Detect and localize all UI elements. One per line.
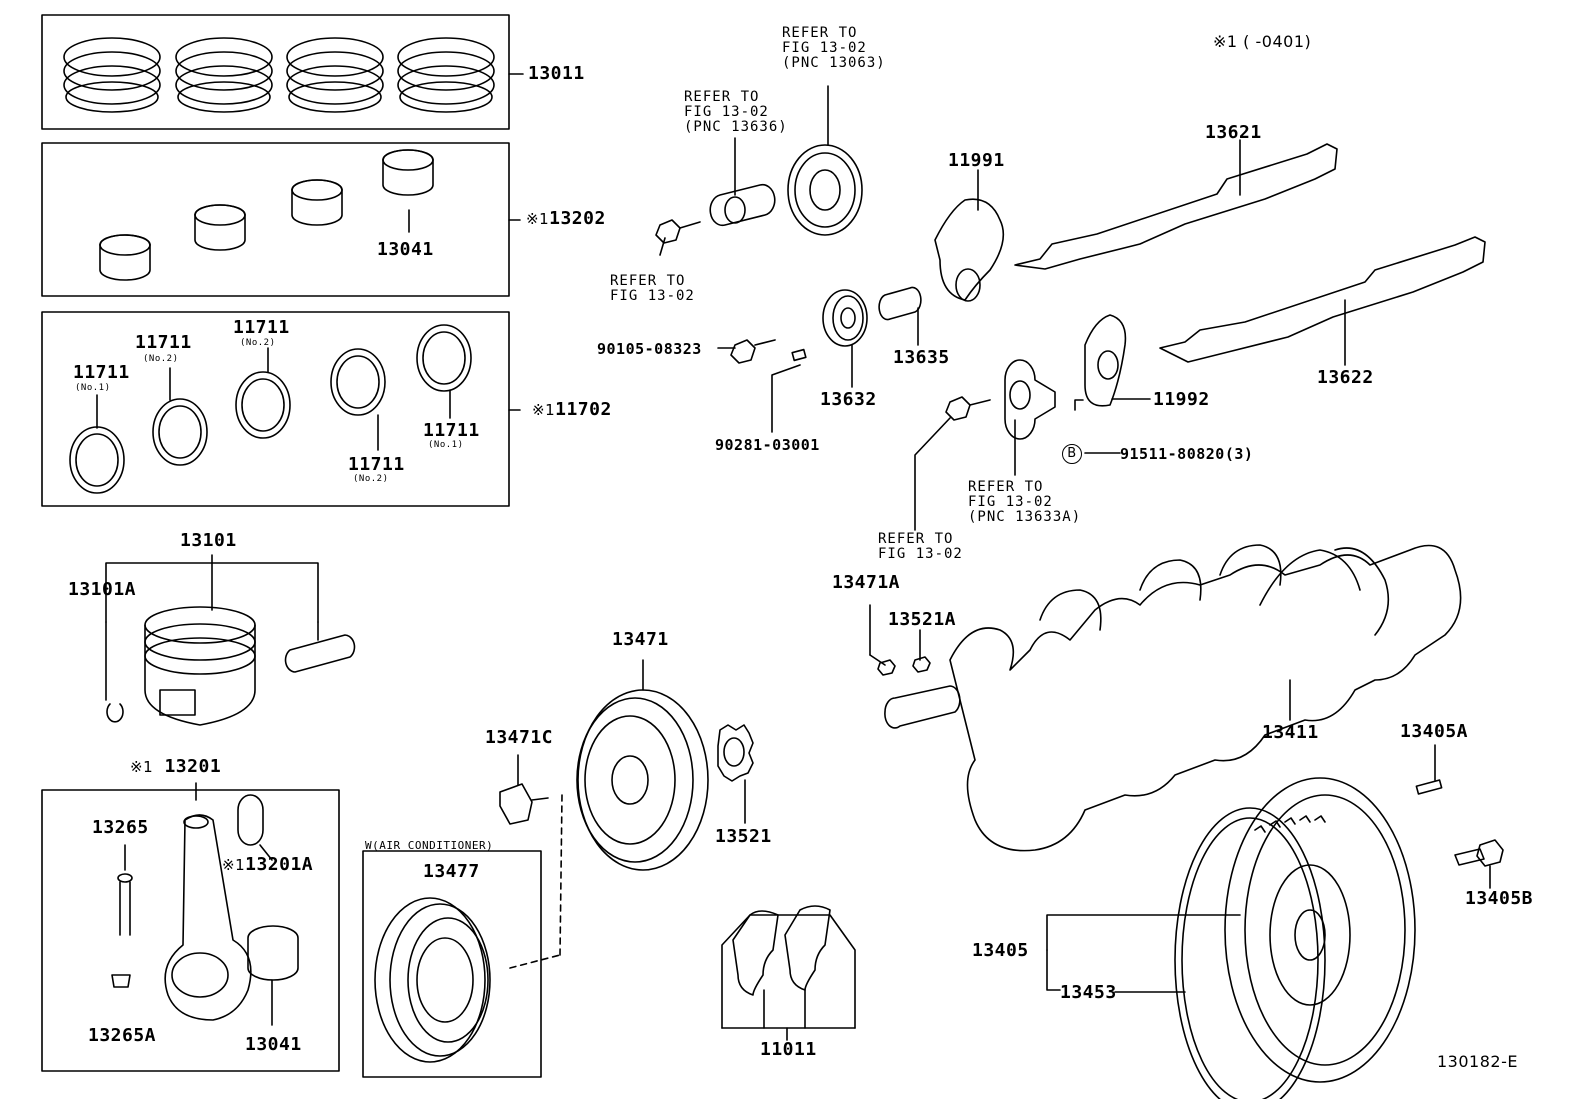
part-label-13471: 13471 — [612, 629, 669, 650]
rod-bearing-set-illustration — [41, 142, 521, 297]
part-label-11711-no2-a: 11711 — [135, 332, 192, 353]
note-marker: ※1 — [130, 758, 154, 776]
part-label-13635: 13635 — [893, 347, 950, 368]
part-label-11011: 11011 — [760, 1039, 817, 1060]
sublabel-no2-a: (No.2) — [143, 354, 179, 364]
part-label-13405: 13405 — [972, 940, 1029, 961]
part-label-91511-80820: 91511-80820(3) — [1120, 445, 1254, 463]
main-bearing-set-illustration — [41, 311, 521, 507]
piston-ring-set-illustration — [41, 14, 524, 130]
part-label-13265A: 13265A — [88, 1025, 157, 1046]
figure-id: 130182-E — [1437, 1052, 1518, 1071]
part-label-13201: ※1 13201 — [130, 756, 222, 777]
part-label-13621: 13621 — [1205, 122, 1262, 143]
part-label-13101A: 13101A — [68, 579, 137, 600]
sublabel-no1-right: (No.1) — [428, 440, 464, 450]
part-label-13405B: 13405B — [1465, 888, 1534, 909]
reference-pnc-13636: REFER TO FIG 13-02 (PNC 13636) — [684, 89, 788, 135]
crankshaft-illustration — [869, 544, 1462, 852]
crank-timing-gear-illustration — [717, 724, 754, 824]
reference-bolt-upper: REFER TO FIG 13-02 — [610, 273, 695, 304]
crankshaft-pulley-illustration — [499, 659, 709, 871]
part-label-11711-no2-c: 11711 — [348, 454, 405, 475]
flywheel-pin-and-bolt-illustration — [1415, 744, 1504, 889]
part-label-13471A: 13471A — [832, 572, 901, 593]
part-label-13011: 13011 — [528, 63, 585, 84]
part-label-13101: 13101 — [180, 530, 237, 551]
part-label-13453: 13453 — [1060, 982, 1117, 1003]
note-marker: ※1 — [526, 210, 550, 228]
reference-pnc-13633A: REFER TO FIG 13-02 (PNC 13633A) — [968, 479, 1082, 525]
part-label-13521: 13521 — [715, 826, 772, 847]
balance-gear-13633A-illustration — [914, 359, 1121, 531]
part-label-13201A: ※113201A — [222, 854, 314, 875]
part-label-13265: 13265 — [92, 817, 149, 838]
ac-box-heading: W(AIR CONDITIONER) — [365, 839, 494, 852]
reference-pnc-13063: REFER TO FIG 13-02 (PNC 13063) — [782, 25, 886, 71]
part-label-11711-no1-left: 11711 — [73, 362, 130, 383]
part-label-13405A: 13405A — [1400, 721, 1469, 742]
thrust-washer-illustration — [721, 905, 856, 1041]
balance-gear-13632-illustration — [717, 286, 922, 433]
sublabel-no2-c: (No.2) — [353, 474, 389, 484]
part-label-11711-no1-right: 11711 — [423, 420, 480, 441]
part-label-13202: ※113202 — [526, 208, 606, 229]
part-label-13471C: 13471C — [485, 727, 554, 748]
part-label-90281-03001: 90281-03001 — [715, 436, 820, 454]
flywheel-drive-plate-illustration — [1046, 777, 1416, 1099]
sublabel-no1-left: (No.1) — [75, 383, 111, 393]
header-applicability-note: ※1 ( -0401) — [1213, 32, 1312, 51]
reference-bolt-lower: REFER TO FIG 13-02 — [878, 531, 963, 562]
note-marker: ※1 — [222, 856, 246, 874]
part-label-11991: 11991 — [948, 150, 1005, 171]
part-label-13632: 13632 — [820, 389, 877, 410]
part-label-11711-no2-b: 11711 — [233, 317, 290, 338]
balance-shaft-gear-illustration — [655, 85, 863, 256]
piston-illustration — [105, 554, 356, 726]
sublabel-no2-b: (No.2) — [240, 338, 276, 348]
part-label-13041-bearing: 13041 — [377, 239, 434, 260]
part-label-13411: 13411 — [1262, 722, 1319, 743]
circled-b-marker: B — [1062, 444, 1082, 464]
part-label-11702: ※111702 — [532, 399, 612, 420]
connecting-rod-illustration — [41, 782, 340, 1072]
part-label-13041-rod: 13041 — [245, 1034, 302, 1055]
note-marker: ※1 — [532, 401, 556, 419]
part-label-13521A: 13521A — [888, 609, 957, 630]
balance-shaft-illustration — [934, 139, 1486, 407]
part-label-13477: 13477 — [423, 861, 480, 882]
part-label-90105-08323: 90105-08323 — [597, 340, 702, 358]
bolt-group-marker: B — [1062, 443, 1082, 464]
ac-pulley-illustration — [362, 794, 563, 1078]
part-label-11992: 11992 — [1153, 389, 1210, 410]
part-label-13622: 13622 — [1317, 367, 1374, 388]
